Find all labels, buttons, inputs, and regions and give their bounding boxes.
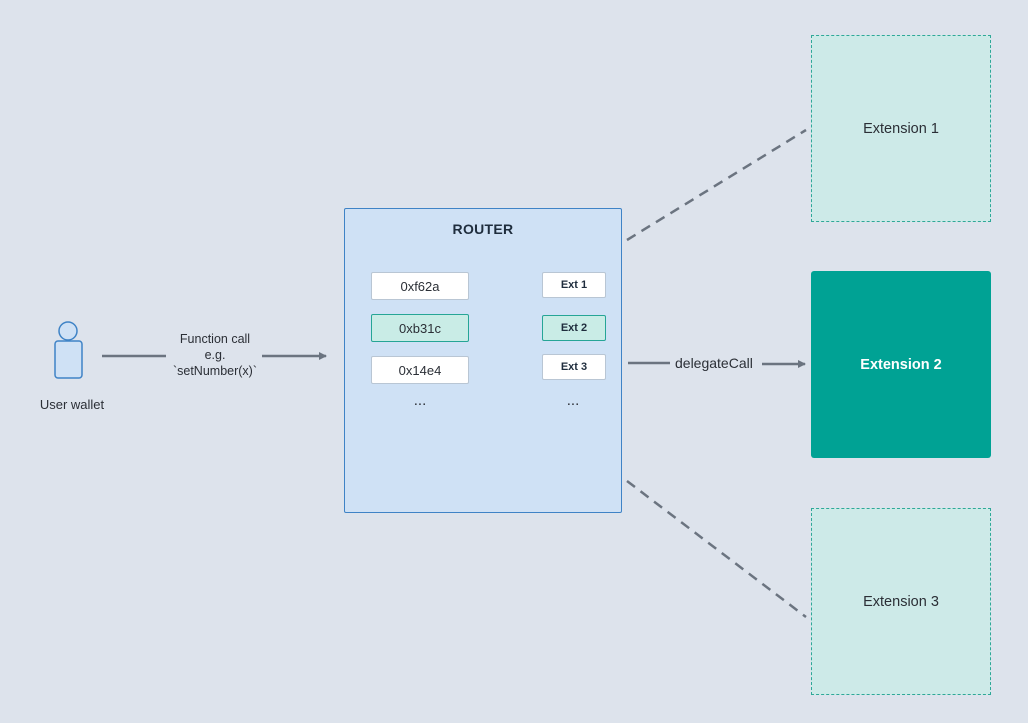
extension-1-label: Extension 1 — [863, 120, 939, 137]
ext-ref-3: Ext 3 — [542, 354, 606, 380]
dashed-connector-ext1 — [626, 128, 807, 242]
extension-3-label: Extension 3 — [863, 593, 939, 610]
user-wallet-label: User wallet — [39, 397, 105, 412]
extension-1-box: Extension 1 — [811, 35, 991, 222]
ext-ellipsis: ... — [566, 392, 580, 409]
selector-ellipsis: ... — [413, 392, 427, 409]
router-title: ROUTER — [452, 221, 514, 237]
ext-ref-2: Ext 2 — [542, 315, 606, 341]
function-call-line2: e.g. — [204, 348, 226, 362]
extension-2-box: Extension 2 — [811, 271, 991, 458]
function-call-label: Function call e.g. `setNumber(x)` — [160, 331, 270, 379]
extension-2-label: Extension 2 — [860, 356, 942, 373]
selector-0xb31c: 0xb31c — [371, 314, 469, 342]
dashed-connector-ext3 — [626, 480, 807, 618]
function-call-line3: `setNumber(x)` — [172, 364, 258, 378]
delegate-call-label: delegateCall — [673, 355, 755, 371]
selector-0x14e4: 0x14e4 — [371, 356, 469, 384]
user-icon — [54, 321, 83, 379]
ext-ref-1: Ext 1 — [542, 272, 606, 298]
selector-0xf62a: 0xf62a — [371, 272, 469, 300]
function-call-line1: Function call — [179, 332, 251, 346]
extension-3-box: Extension 3 — [811, 508, 991, 695]
